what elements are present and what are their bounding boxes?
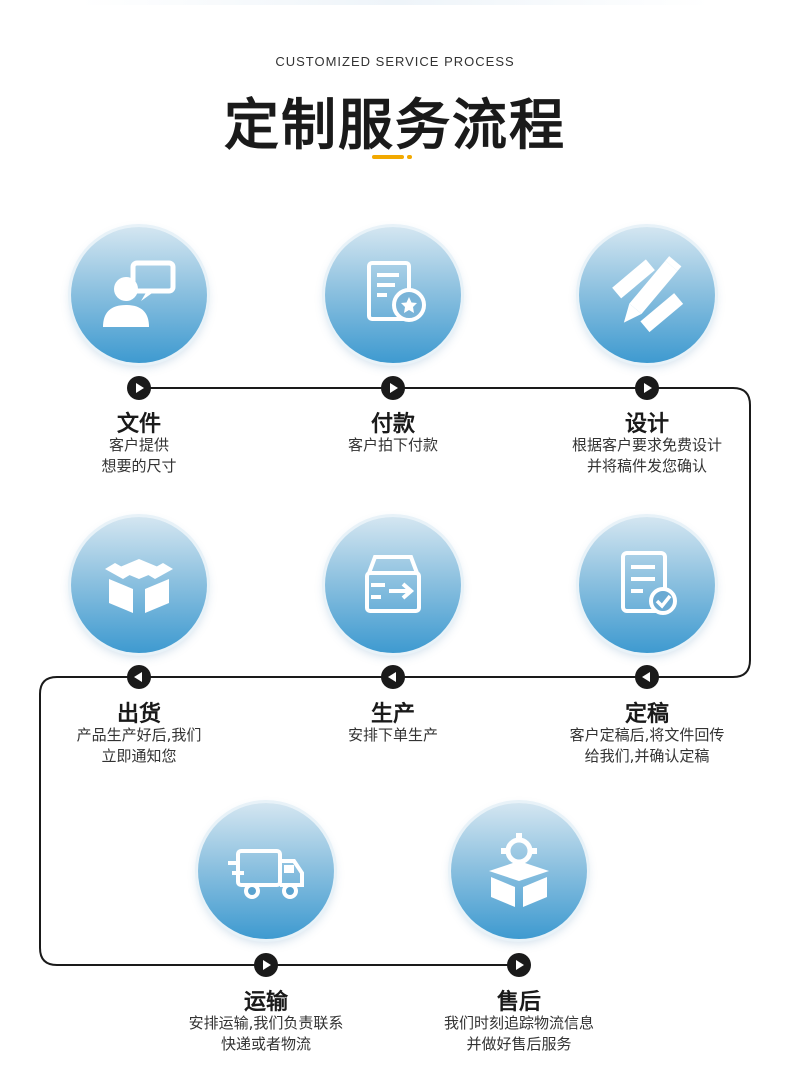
step-file-title: 文件 <box>116 412 161 437</box>
step-payment-icon-circle <box>325 227 461 363</box>
step-transport-desc-line2: 快递或者物流 <box>220 1035 311 1053</box>
step-design-desc-line2: 并将稿件发您确认 <box>586 457 707 475</box>
step-production-node <box>380 664 406 690</box>
step-file-node <box>126 375 152 401</box>
step-shipping-node <box>126 664 152 690</box>
step-shipping-desc-line2: 立即通知您 <box>101 747 177 765</box>
top-decoration-bar <box>80 0 710 5</box>
step-design-node <box>634 375 660 401</box>
step-aftersales-desc-line1: 我们时刻追踪物流信息 <box>443 1014 594 1032</box>
title-underline-dot <box>407 155 412 159</box>
step-production-title: 生产 <box>370 702 415 727</box>
step-aftersales-icon-circle <box>451 803 587 939</box>
step-aftersales-title: 售后 <box>496 990 541 1015</box>
production-box-icon <box>365 555 421 613</box>
step-production-icon-circle <box>325 517 461 653</box>
step-finalize-title: 定稿 <box>624 702 669 727</box>
step-payment-desc-line1: 客户拍下付款 <box>347 436 438 454</box>
step-transport-title: 运输 <box>243 990 288 1015</box>
after-sales-box-icon <box>489 833 549 907</box>
step-transport-icon-circle <box>198 803 334 939</box>
step-payment-title: 付款 <box>370 412 415 437</box>
step-payment-node <box>380 375 406 401</box>
step-file-icon-circle <box>71 227 207 363</box>
step-shipping-title: 出货 <box>116 702 161 727</box>
step-finalize-desc-line2: 给我们,并确认定稿 <box>584 747 710 765</box>
step-design-title: 设计 <box>624 412 669 437</box>
step-shipping-desc-line1: 产品生产好后,我们 <box>76 726 202 744</box>
step-design-icon-circle <box>579 227 715 363</box>
step-transport-desc-line1: 安排运输,我们负责联系 <box>188 1014 344 1032</box>
step-file-desc-line2: 想要的尺寸 <box>101 457 177 475</box>
step-design-desc-line1: 根据客户要求免费设计 <box>571 436 722 454</box>
open-box-icon <box>105 559 173 613</box>
step-file-desc-line1: 客户提供 <box>108 436 169 454</box>
step-finalize-node <box>634 664 660 690</box>
pencil-ruler-icon <box>612 256 684 333</box>
step-transport-node <box>253 952 279 978</box>
step-finalize-icon-circle <box>579 517 715 653</box>
title-underline <box>372 155 404 159</box>
page-subtitle: CUSTOMIZED SERVICE PROCESS <box>275 54 515 69</box>
customer-chat-icon <box>103 260 176 327</box>
step-aftersales-node <box>506 952 532 978</box>
payment-document-icon <box>367 261 426 322</box>
approved-document-icon <box>621 551 677 615</box>
step-finalize-desc-line1: 客户定稿后,将文件回传 <box>569 726 725 744</box>
step-production-desc-line1: 安排下单生产 <box>347 726 438 744</box>
step-aftersales-desc-line2: 并做好售后服务 <box>466 1035 572 1053</box>
delivery-truck-icon <box>228 849 304 899</box>
page-title: 定制服务流程 <box>223 93 566 157</box>
step-shipping-icon-circle <box>71 517 207 653</box>
